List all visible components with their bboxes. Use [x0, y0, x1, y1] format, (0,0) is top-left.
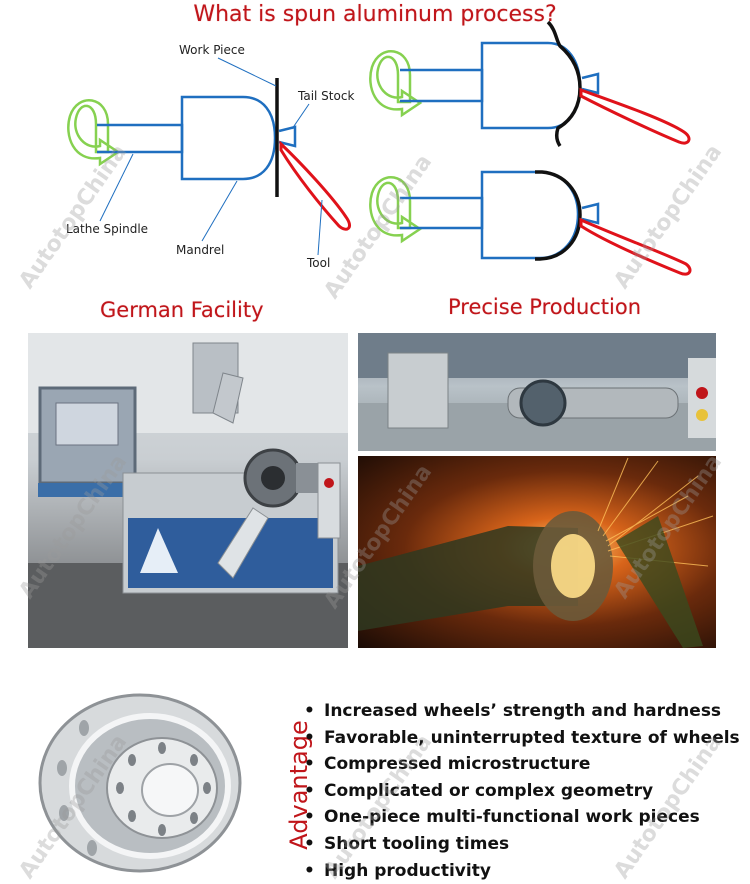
bullet-icon: • — [304, 807, 315, 828]
bullet-icon: • — [304, 701, 315, 721]
label-tool: Tool — [307, 256, 331, 270]
list-item: •Short tooling times — [304, 831, 740, 858]
tool — [579, 87, 691, 145]
spinning-stage-2-diagram — [369, 20, 691, 147]
bullet-icon: • — [304, 833, 315, 854]
mandrel — [180, 95, 277, 181]
leader-tail-stock — [291, 103, 310, 130]
list-item: •Complicated or complex geometry — [304, 778, 740, 805]
german-facility-title: German Facility — [100, 298, 264, 322]
list-item: •Increased wheels’ strength and hardness — [304, 698, 740, 725]
advantage-list: •Increased wheels’ strength and hardness… — [304, 698, 740, 884]
mandrel — [480, 41, 582, 130]
precise-production-machine-photo — [358, 333, 716, 451]
leader-mandrel — [201, 180, 238, 242]
tail-stock — [278, 125, 297, 148]
leader-lathe-spindle — [99, 153, 134, 222]
tail-stock — [581, 202, 600, 225]
label-work-piece: Work Piece — [179, 43, 245, 57]
bullet-icon: • — [304, 860, 315, 881]
spinning-stage-3-diagram — [369, 170, 692, 276]
rotation-arrow-icon — [67, 99, 121, 167]
leader-tool — [317, 199, 323, 256]
rotation-arrow-icon — [369, 176, 423, 244]
precise-production-title: Precise Production — [448, 295, 642, 319]
list-item: •High productivity — [304, 858, 740, 884]
tool — [279, 140, 351, 231]
main-spinning-diagram — [67, 57, 351, 256]
spinning-process-diagram — [67, 20, 692, 276]
work-piece-sheet — [546, 20, 582, 147]
rotation-arrow-icon — [369, 50, 423, 118]
spinning-sparks-photo — [358, 456, 716, 648]
work-piece-sheet — [535, 170, 582, 261]
german-facility-photo — [28, 333, 348, 648]
list-item: •Compressed microstructure — [304, 751, 740, 778]
mandrel — [480, 170, 580, 260]
tool — [579, 217, 692, 276]
label-lathe-spindle: Lathe Spindle — [66, 222, 149, 236]
tail-stock — [581, 72, 600, 95]
list-item: •Favorable, uninterrupted texture of whe… — [304, 725, 740, 752]
bullet-icon: • — [304, 754, 315, 775]
leader-work-piece — [217, 57, 277, 87]
lathe-spindle — [400, 68, 484, 103]
label-mandrel: Mandrel — [176, 243, 225, 257]
bullet-icon: • — [304, 780, 315, 801]
main-title: What is spun aluminum process? — [193, 2, 557, 27]
aluminum-wheel-image — [22, 688, 267, 874]
bullet-icon: • — [304, 727, 315, 748]
label-tail-stock: Tail Stock — [298, 89, 355, 103]
list-item: •One-piece multi-functional work pieces — [304, 804, 740, 831]
